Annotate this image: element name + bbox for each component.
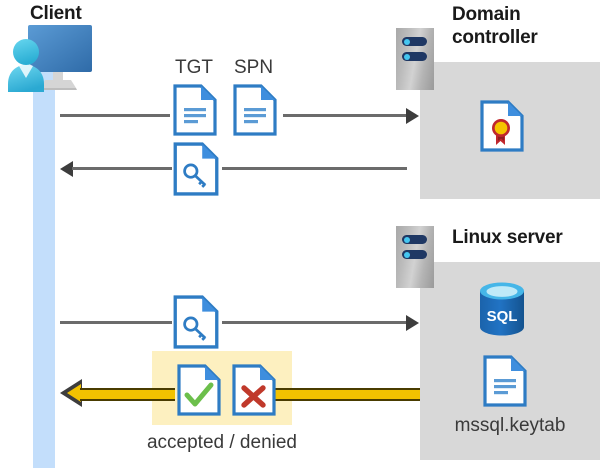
- domain-controller-title: Domain controller: [452, 4, 538, 48]
- client-computer-user-icon: [6, 22, 98, 94]
- message-line-present-ticket-right: [222, 321, 407, 324]
- message-line-request-tgt-spn-right: [283, 114, 407, 117]
- keytab-document-icon: [483, 355, 527, 407]
- arrowhead-left-ticket-response: [60, 161, 73, 177]
- message-line-present-ticket-left: [60, 321, 172, 324]
- verdict-label: accepted / denied: [146, 432, 297, 453]
- client-lifeline: [33, 70, 55, 468]
- key-document-icon: [172, 142, 220, 196]
- keytab-filename-label: mssql.keytab: [454, 415, 566, 436]
- client-title: Client: [30, 3, 82, 24]
- sql-label: SQL: [487, 308, 518, 325]
- message-line-request-tgt-spn-left: [60, 114, 170, 117]
- message-line-verdict-right: [270, 388, 420, 401]
- sql-database-icon: SQL: [477, 281, 527, 337]
- spn-label: SPN: [234, 57, 274, 78]
- denied-cross-document-icon: [232, 364, 276, 416]
- certificate-document-icon: [480, 100, 524, 152]
- tgt-label: TGT: [175, 57, 213, 78]
- linux-server-title: Linux server: [452, 227, 563, 248]
- tgt-document-icon: [173, 84, 217, 136]
- server-tower-icon: [396, 28, 434, 90]
- message-line-ticket-response-right: [222, 167, 407, 170]
- server-tower-icon: [396, 226, 434, 288]
- message-line-ticket-response-left: [72, 167, 172, 170]
- spn-document-icon: [233, 84, 277, 136]
- key-document-icon: [172, 295, 220, 349]
- accepted-check-document-icon: [177, 364, 221, 416]
- arrowhead-right-request-tgt-spn: [406, 108, 419, 124]
- arrowhead-left-verdict-inner: [67, 384, 81, 402]
- arrowhead-right-present-ticket: [406, 315, 419, 331]
- message-line-verdict-left: [80, 388, 175, 401]
